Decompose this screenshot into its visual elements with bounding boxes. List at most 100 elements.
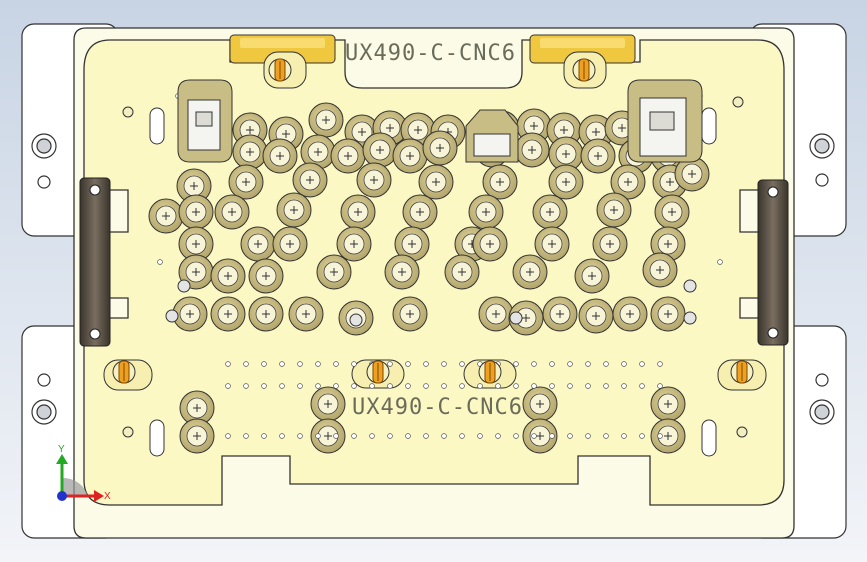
locating-boss[interactable] xyxy=(592,226,628,262)
gold-screw[interactable] xyxy=(366,360,390,384)
locating-boss[interactable] xyxy=(392,296,428,332)
locating-boss[interactable] xyxy=(522,418,558,454)
small-hole xyxy=(243,383,249,389)
center-clamp-bracket[interactable] xyxy=(465,109,519,163)
locating-pin xyxy=(349,313,363,327)
locating-boss[interactable] xyxy=(276,192,312,228)
small-hole xyxy=(297,361,303,367)
locating-boss[interactable] xyxy=(650,226,686,262)
screw-group xyxy=(112,58,754,384)
locating-boss[interactable] xyxy=(356,162,392,198)
locating-boss[interactable] xyxy=(444,254,480,290)
locating-boss[interactable] xyxy=(340,194,376,230)
locating-boss[interactable] xyxy=(532,194,568,230)
small-hole xyxy=(369,433,375,439)
gold-screw[interactable] xyxy=(268,58,292,82)
locating-boss[interactable] xyxy=(650,296,686,332)
locating-boss[interactable] xyxy=(210,296,246,332)
locating-boss[interactable] xyxy=(330,138,366,174)
small-hole xyxy=(477,383,483,389)
small-hole xyxy=(621,383,627,389)
locating-boss[interactable] xyxy=(402,194,438,230)
locating-boss[interactable] xyxy=(300,134,336,170)
locating-boss[interactable] xyxy=(522,386,558,422)
locating-boss[interactable] xyxy=(650,418,686,454)
left-clamp-bar[interactable] xyxy=(79,177,111,347)
locating-boss[interactable] xyxy=(176,168,212,204)
gold-screw[interactable] xyxy=(572,58,596,82)
locating-boss[interactable] xyxy=(179,390,215,426)
top-left-clamp-bracket[interactable] xyxy=(177,79,233,163)
x-axis-label: X xyxy=(104,491,111,502)
small-hole xyxy=(441,361,447,367)
locating-boss[interactable] xyxy=(288,296,324,332)
locating-boss[interactable] xyxy=(248,258,284,294)
locating-boss[interactable] xyxy=(310,418,346,454)
locating-boss[interactable] xyxy=(228,164,264,200)
small-hole xyxy=(639,383,645,389)
locating-boss[interactable] xyxy=(262,138,298,174)
locating-boss[interactable] xyxy=(514,132,550,168)
small-hole xyxy=(279,361,285,367)
locating-boss[interactable] xyxy=(178,254,214,290)
small-hole-group xyxy=(122,93,748,439)
locating-boss[interactable] xyxy=(272,226,308,262)
locating-boss[interactable] xyxy=(610,164,646,200)
locating-boss[interactable] xyxy=(596,192,632,228)
locating-boss[interactable] xyxy=(542,296,578,332)
locating-boss[interactable] xyxy=(612,296,648,332)
locating-boss[interactable] xyxy=(654,194,690,230)
locating-boss[interactable] xyxy=(179,418,215,454)
locating-boss[interactable] xyxy=(578,298,614,334)
locating-boss[interactable] xyxy=(674,156,710,192)
locating-boss[interactable] xyxy=(362,132,398,168)
y-axis-label: Y xyxy=(58,444,65,455)
locating-boss[interactable] xyxy=(534,226,570,262)
small-hole xyxy=(639,361,645,367)
locating-boss[interactable] xyxy=(292,162,328,198)
small-hole xyxy=(477,433,483,439)
locating-boss[interactable] xyxy=(316,254,352,290)
gold-screw[interactable] xyxy=(730,360,754,384)
locating-boss[interactable] xyxy=(214,194,250,230)
locating-boss[interactable] xyxy=(468,194,504,230)
locating-boss[interactable] xyxy=(548,164,584,200)
gold-screw[interactable] xyxy=(478,360,502,384)
locating-boss[interactable] xyxy=(478,296,514,332)
locating-boss[interactable] xyxy=(472,226,508,262)
small-hole xyxy=(657,361,663,367)
locating-boss[interactable] xyxy=(248,296,284,332)
locating-boss[interactable] xyxy=(574,258,610,294)
small-hole xyxy=(351,433,357,439)
locating-boss[interactable] xyxy=(210,258,246,294)
locating-boss[interactable] xyxy=(232,134,268,170)
small-hole xyxy=(333,361,339,367)
locating-boss[interactable] xyxy=(384,254,420,290)
locating-boss[interactable] xyxy=(308,102,344,138)
locating-boss[interactable] xyxy=(240,226,276,262)
locating-boss[interactable] xyxy=(642,252,678,288)
gold-screw[interactable] xyxy=(112,360,136,384)
locating-boss[interactable] xyxy=(392,138,428,174)
locating-boss[interactable] xyxy=(336,226,372,262)
locating-boss[interactable] xyxy=(482,164,518,200)
small-hole xyxy=(585,383,591,389)
locating-boss[interactable] xyxy=(418,164,454,200)
dowel-hole xyxy=(122,426,134,438)
small-hole xyxy=(315,361,321,367)
small-hole xyxy=(603,361,609,367)
locating-boss[interactable] xyxy=(178,194,214,230)
locating-boss[interactable] xyxy=(548,136,584,172)
locating-boss[interactable] xyxy=(310,386,346,422)
small-hole xyxy=(243,361,249,367)
locating-boss[interactable] xyxy=(148,198,184,234)
locating-boss[interactable] xyxy=(580,138,616,174)
locating-boss[interactable] xyxy=(508,300,544,336)
locating-boss[interactable] xyxy=(394,226,430,262)
locating-boss[interactable] xyxy=(422,130,458,166)
locating-boss[interactable] xyxy=(650,386,686,422)
right-clamp-bar[interactable] xyxy=(757,179,789,346)
locating-boss[interactable] xyxy=(512,254,548,290)
top-right-clamp-bracket[interactable] xyxy=(627,79,703,163)
